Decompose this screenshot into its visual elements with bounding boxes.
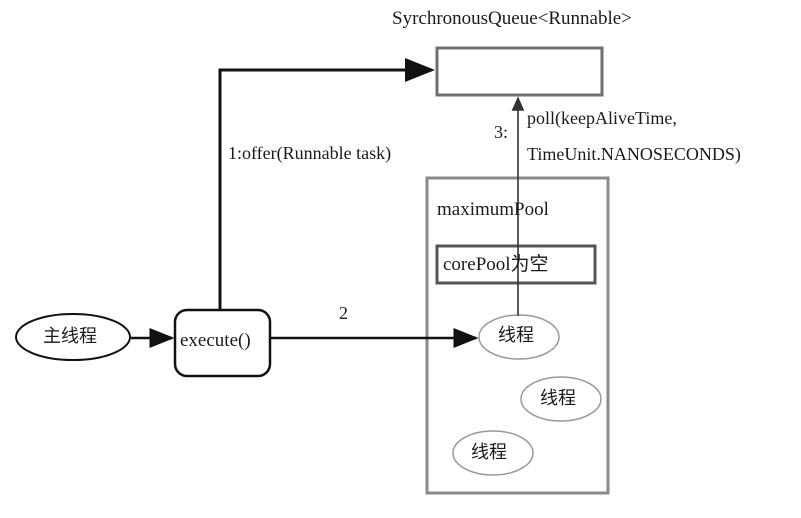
maximum-pool-label: maximumPool xyxy=(437,199,549,220)
main-thread-ellipse xyxy=(15,313,131,361)
poll-edge-label-line2: TimeUnit.NANOSECONDS) xyxy=(527,144,741,164)
thread-label-1: 线程 xyxy=(498,325,534,345)
poll-edge-label-line1: poll(keepAliveTime, xyxy=(527,108,677,128)
poll-step-label: 3: xyxy=(494,122,509,142)
execute-box xyxy=(173,308,272,378)
synchronous-queue-box xyxy=(435,46,604,97)
queue-title-label: SyrchronousQueue<Runnable> xyxy=(392,8,632,29)
execute-label: execute() xyxy=(180,330,251,351)
main-thread-label: 主线程 xyxy=(43,326,97,346)
thread-ellipse-1 xyxy=(478,314,560,360)
offer-edge-label: 1:offer(Runnable task) xyxy=(228,143,392,163)
thread-label-3: 线程 xyxy=(471,442,507,462)
thread-ellipse-2 xyxy=(520,376,602,422)
thread-label-2: 线程 xyxy=(540,388,576,408)
step-2-label: 2 xyxy=(339,303,348,323)
arrow-offer-to-queue xyxy=(218,58,435,310)
core-pool-label: corePool为空 xyxy=(443,254,549,275)
thread-ellipse-3 xyxy=(452,430,534,476)
core-pool-box xyxy=(435,244,597,285)
